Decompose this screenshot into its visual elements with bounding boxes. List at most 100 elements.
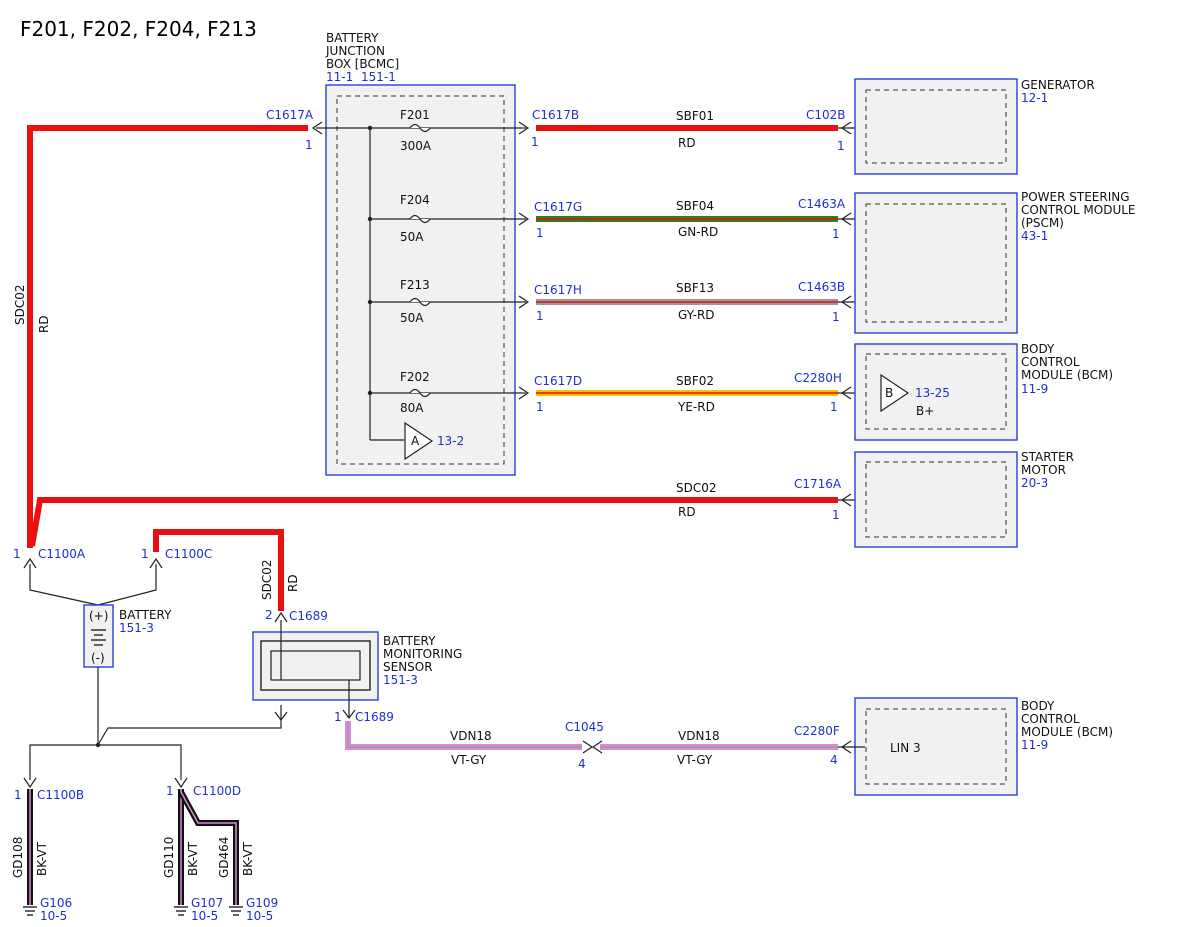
sbf13-circuit: SBF13 bbox=[676, 281, 714, 295]
bcm1-name-line2: CONTROL bbox=[1021, 355, 1080, 369]
bjb-inner-dashed bbox=[336, 95, 505, 465]
ref-b-label: B+ bbox=[916, 404, 934, 418]
starter-wire-circuit: SDC02 bbox=[676, 481, 717, 495]
bms-wire-color: RD bbox=[286, 574, 300, 592]
starter-name-line1: STARTER bbox=[1021, 450, 1074, 464]
battery-box bbox=[83, 604, 114, 668]
c1100d-arrow-icon bbox=[174, 777, 188, 789]
c1100d-pin: 1 bbox=[166, 784, 174, 798]
c1617d-conn[interactable]: C1617D bbox=[534, 374, 582, 388]
fuse-f204-symbol bbox=[409, 214, 431, 224]
sdc02-wire-to-starter[interactable] bbox=[29, 497, 838, 547]
fuse-f204-name: F204 bbox=[400, 193, 430, 207]
battery-plus-feed-right bbox=[97, 564, 157, 606]
c1100c-red-wire[interactable] bbox=[153, 529, 284, 611]
g107-ref[interactable]: 10-5 bbox=[191, 909, 218, 923]
g109-ref[interactable]: 10-5 bbox=[246, 909, 273, 923]
g109-label[interactable]: G109 bbox=[246, 896, 278, 910]
c1617d-arrow-icon bbox=[518, 386, 530, 400]
bjb-ref-2[interactable]: 151-1 bbox=[361, 70, 396, 84]
fuse-f202-name: F202 bbox=[400, 370, 430, 384]
fuse-f204: F204 50A bbox=[367, 193, 526, 244]
c1617a-conn[interactable]: C1617A bbox=[266, 108, 314, 122]
ref-a-page[interactable]: 13-2 bbox=[437, 434, 464, 448]
bms-ref[interactable]: 151-3 bbox=[383, 673, 418, 687]
lin-circuit-1: VDN18 bbox=[450, 729, 492, 743]
c1716a-pin: 1 bbox=[832, 508, 840, 522]
c1100c-arrow-icon bbox=[149, 557, 163, 569]
pscm-ref[interactable]: 43-1 bbox=[1021, 229, 1048, 243]
c2280f-conn[interactable]: C2280F bbox=[794, 724, 840, 738]
diagram-title: F201, F202, F204, F213 bbox=[20, 17, 257, 41]
gd108-circuit: GD108 bbox=[11, 837, 25, 878]
generator-name: GENERATOR bbox=[1021, 78, 1095, 92]
circuit-sbf04[interactable]: C1617G 1 SBF04 GN-RD C1463A 1 bbox=[518, 197, 865, 241]
battery-monitoring-sensor: SDC02 RD 2 C1689 BATTERY MONITORING SENS… bbox=[252, 559, 462, 719]
sdc02-wire-to-bjb[interactable] bbox=[27, 125, 308, 548]
g107-label[interactable]: G107 bbox=[191, 896, 223, 910]
c1100a-conn[interactable]: C1100A bbox=[38, 547, 86, 561]
c1045-conn[interactable]: C1045 bbox=[565, 720, 604, 734]
c1100d-conn[interactable]: C1100D bbox=[193, 784, 241, 798]
g106-ref[interactable]: 10-5 bbox=[40, 909, 67, 923]
generator-ref[interactable]: 12-1 bbox=[1021, 91, 1048, 105]
main-red-wire[interactable] bbox=[27, 125, 838, 548]
circuit-sbf13[interactable]: C1617H 1 SBF13 GY-RD C1463B 1 bbox=[518, 280, 865, 324]
c1689-top-arrow-icon bbox=[274, 611, 288, 623]
circuit-sbf02[interactable]: C1617D 1 SBF02 YE-RD C2280H 1 bbox=[518, 371, 880, 414]
starter-ref[interactable]: 20-3 bbox=[1021, 476, 1048, 490]
c1689-bottom-conn[interactable]: C1689 bbox=[355, 710, 394, 724]
bms-inner-box bbox=[270, 650, 361, 681]
c1617d-pin: 1 bbox=[536, 400, 544, 414]
battery-component: C1100A 1 C1100C 1 (+) (-) BATTERY 151-3 bbox=[13, 529, 288, 780]
c1689-bottom-arrow-icon bbox=[342, 709, 356, 719]
circuit-sbf01[interactable]: C1617B 1 SBF01 RD C102B 1 bbox=[518, 108, 865, 153]
g106-label[interactable]: G106 bbox=[40, 896, 72, 910]
fuse-f213: F213 50A bbox=[367, 278, 526, 325]
battery-plus-feed-left bbox=[29, 564, 99, 606]
ref-a-letter: A bbox=[411, 434, 420, 448]
c1617b-conn[interactable]: C1617B bbox=[532, 108, 579, 122]
c1617a-pin: 1 bbox=[305, 138, 313, 152]
c1100c-conn[interactable]: C1100C bbox=[165, 547, 212, 561]
c1617g-arrow-icon bbox=[518, 212, 530, 226]
bcm1-ref[interactable]: 11-9 bbox=[1021, 382, 1048, 396]
battery-plus-label: (+) bbox=[89, 609, 108, 623]
main-wire-circuit: SDC02 bbox=[13, 284, 27, 325]
battery-junction-box: BATTERY JUNCTION BOX [BCMC] 11-1 151-1 A… bbox=[316, 31, 526, 476]
fuse-f202: F202 80A bbox=[367, 370, 526, 415]
main-wire-color: RD bbox=[37, 315, 51, 333]
lin-circuit[interactable]: 1 C1689 VDN18 VT-GY C1045 4 VDN18 VT-GY … bbox=[334, 710, 865, 771]
bjb-ref-1[interactable]: 11-1 bbox=[326, 70, 353, 84]
bcm2-box bbox=[854, 697, 1018, 796]
battery-ref[interactable]: 151-3 bbox=[119, 621, 154, 635]
c1100b-conn[interactable]: C1100B bbox=[37, 788, 84, 802]
c1617g-conn[interactable]: C1617G bbox=[534, 200, 582, 214]
c1463a-conn[interactable]: C1463A bbox=[798, 197, 846, 211]
bcm2-ref[interactable]: 11-9 bbox=[1021, 738, 1048, 752]
ref-a-triangle bbox=[404, 421, 434, 461]
ref-b-page[interactable]: 13-25 bbox=[915, 386, 950, 400]
c2280h-conn[interactable]: C2280H bbox=[794, 371, 842, 385]
c1463b-conn[interactable]: C1463B bbox=[798, 280, 845, 294]
fuse-f201-rating: 300A bbox=[400, 139, 432, 153]
generator-component: GENERATOR 12-1 bbox=[854, 78, 1095, 175]
gd464-circuit: GD464 bbox=[217, 837, 231, 878]
c102b-conn[interactable]: C102B bbox=[806, 108, 846, 122]
fuse-f204-junction bbox=[367, 216, 373, 222]
c2280h-pin: 1 bbox=[830, 400, 838, 414]
bjb-label-line1: BATTERY bbox=[326, 31, 379, 45]
sbf01-color: RD bbox=[678, 136, 696, 150]
c1100c-pin: 1 bbox=[141, 547, 149, 561]
gd110-color: BK-VT bbox=[186, 841, 200, 876]
sbf02-circuit: SBF02 bbox=[676, 374, 714, 388]
fuse-f202-symbol bbox=[409, 388, 431, 398]
c1716a-conn[interactable]: C1716A bbox=[794, 477, 842, 491]
fuse-f213-junction bbox=[367, 299, 373, 305]
c1617h-conn[interactable]: C1617H bbox=[534, 283, 582, 297]
c1689-top-conn[interactable]: C1689 bbox=[289, 609, 328, 623]
pscm-name-line1: POWER STEERING bbox=[1021, 190, 1130, 204]
sbf04-color: GN-RD bbox=[678, 225, 718, 239]
sbf02-color: YE-RD bbox=[677, 400, 715, 414]
bcm2-inner-label: LIN 3 bbox=[890, 741, 921, 755]
